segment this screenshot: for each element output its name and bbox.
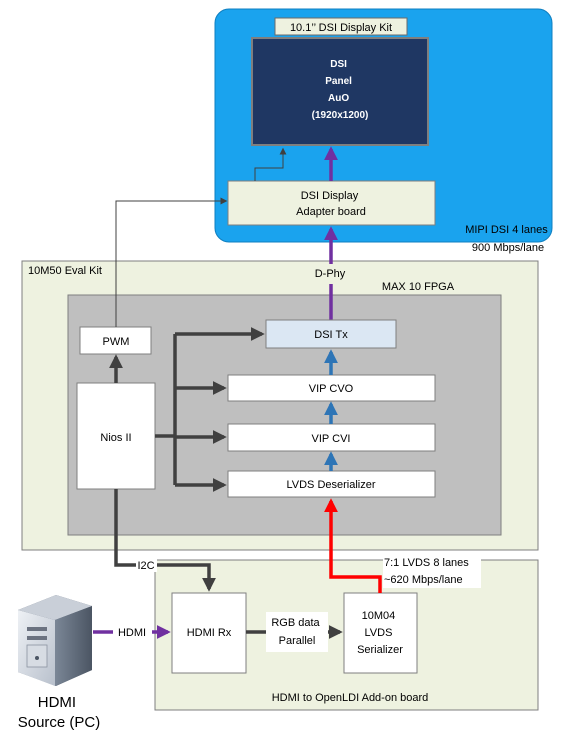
vip-cvi-label: VIP CVI — [312, 433, 351, 445]
i2c-line — [114, 489, 216, 592]
dsi-tx-block — [265, 319, 397, 349]
lvds-serializer-block — [343, 592, 418, 674]
hdmi-rx-label: HDMI Rx — [187, 627, 232, 639]
rgb-label: RGB data Parallel — [271, 617, 322, 647]
lvds-deserializer-label: LVDS Deserializer — [286, 479, 375, 491]
nios-control-bus — [155, 334, 177, 485]
dsi-adapter-board — [227, 180, 436, 226]
lvds-label: 7:1 LVDS 8 lanes ~620 Mbps/lane — [384, 557, 472, 586]
display-kit-title-box — [274, 17, 408, 36]
dphy-label-box — [302, 264, 358, 283]
addon-board-title: HDMI to OpenLDI Add-on board — [272, 692, 429, 704]
hdmi-link-label: HDMI — [118, 627, 146, 639]
display-kit-title: 10.1’’ DSI Display Kit — [290, 22, 392, 34]
pc-tower-icon — [18, 595, 92, 686]
vip-cvo-label: VIP CVO — [309, 383, 354, 395]
adapter-to-panel-control-line — [254, 147, 287, 181]
lvds-deserializer-block — [227, 470, 436, 498]
hdmi-source-label: HDMI Source (PC) — [18, 694, 101, 731]
eval-kit-title: 10M50 Eval Kit — [28, 265, 102, 277]
dsi-panel-label: DSI Panel AuO (1920x1200) — [312, 59, 369, 121]
dsi-panel — [251, 37, 429, 146]
dsi-adapter-label: DSI Display Adapter board — [296, 190, 366, 218]
vip-cvi-block — [227, 423, 436, 452]
nios-ii-label: Nios II — [100, 432, 131, 444]
fpga-title: MAX 10 FPGA — [382, 281, 455, 293]
dsi-tx-label: DSI Tx — [314, 329, 348, 341]
lvds-red-arrow — [324, 498, 382, 593]
hdmi-rx-block — [171, 592, 247, 674]
pwm-block — [79, 326, 152, 355]
pwm-to-adapter-line — [115, 197, 228, 327]
lvds-label-box — [383, 553, 481, 588]
rgb-label-box — [266, 612, 328, 652]
i2c-label-box — [136, 558, 157, 572]
vip-cvo-block — [227, 374, 436, 402]
mipi-label: MIPI DSI 4 lanes 900 Mbps/lane — [465, 224, 551, 254]
i2c-label: I2C — [137, 560, 154, 572]
pwm-label: PWM — [103, 336, 130, 348]
hdmi-link-label-box — [113, 625, 152, 639]
lvds-serializer-label: 10M04 LVDS Serializer — [357, 610, 403, 656]
dphy-label: D-Phy — [315, 268, 346, 280]
nios-ii-block — [76, 382, 156, 490]
